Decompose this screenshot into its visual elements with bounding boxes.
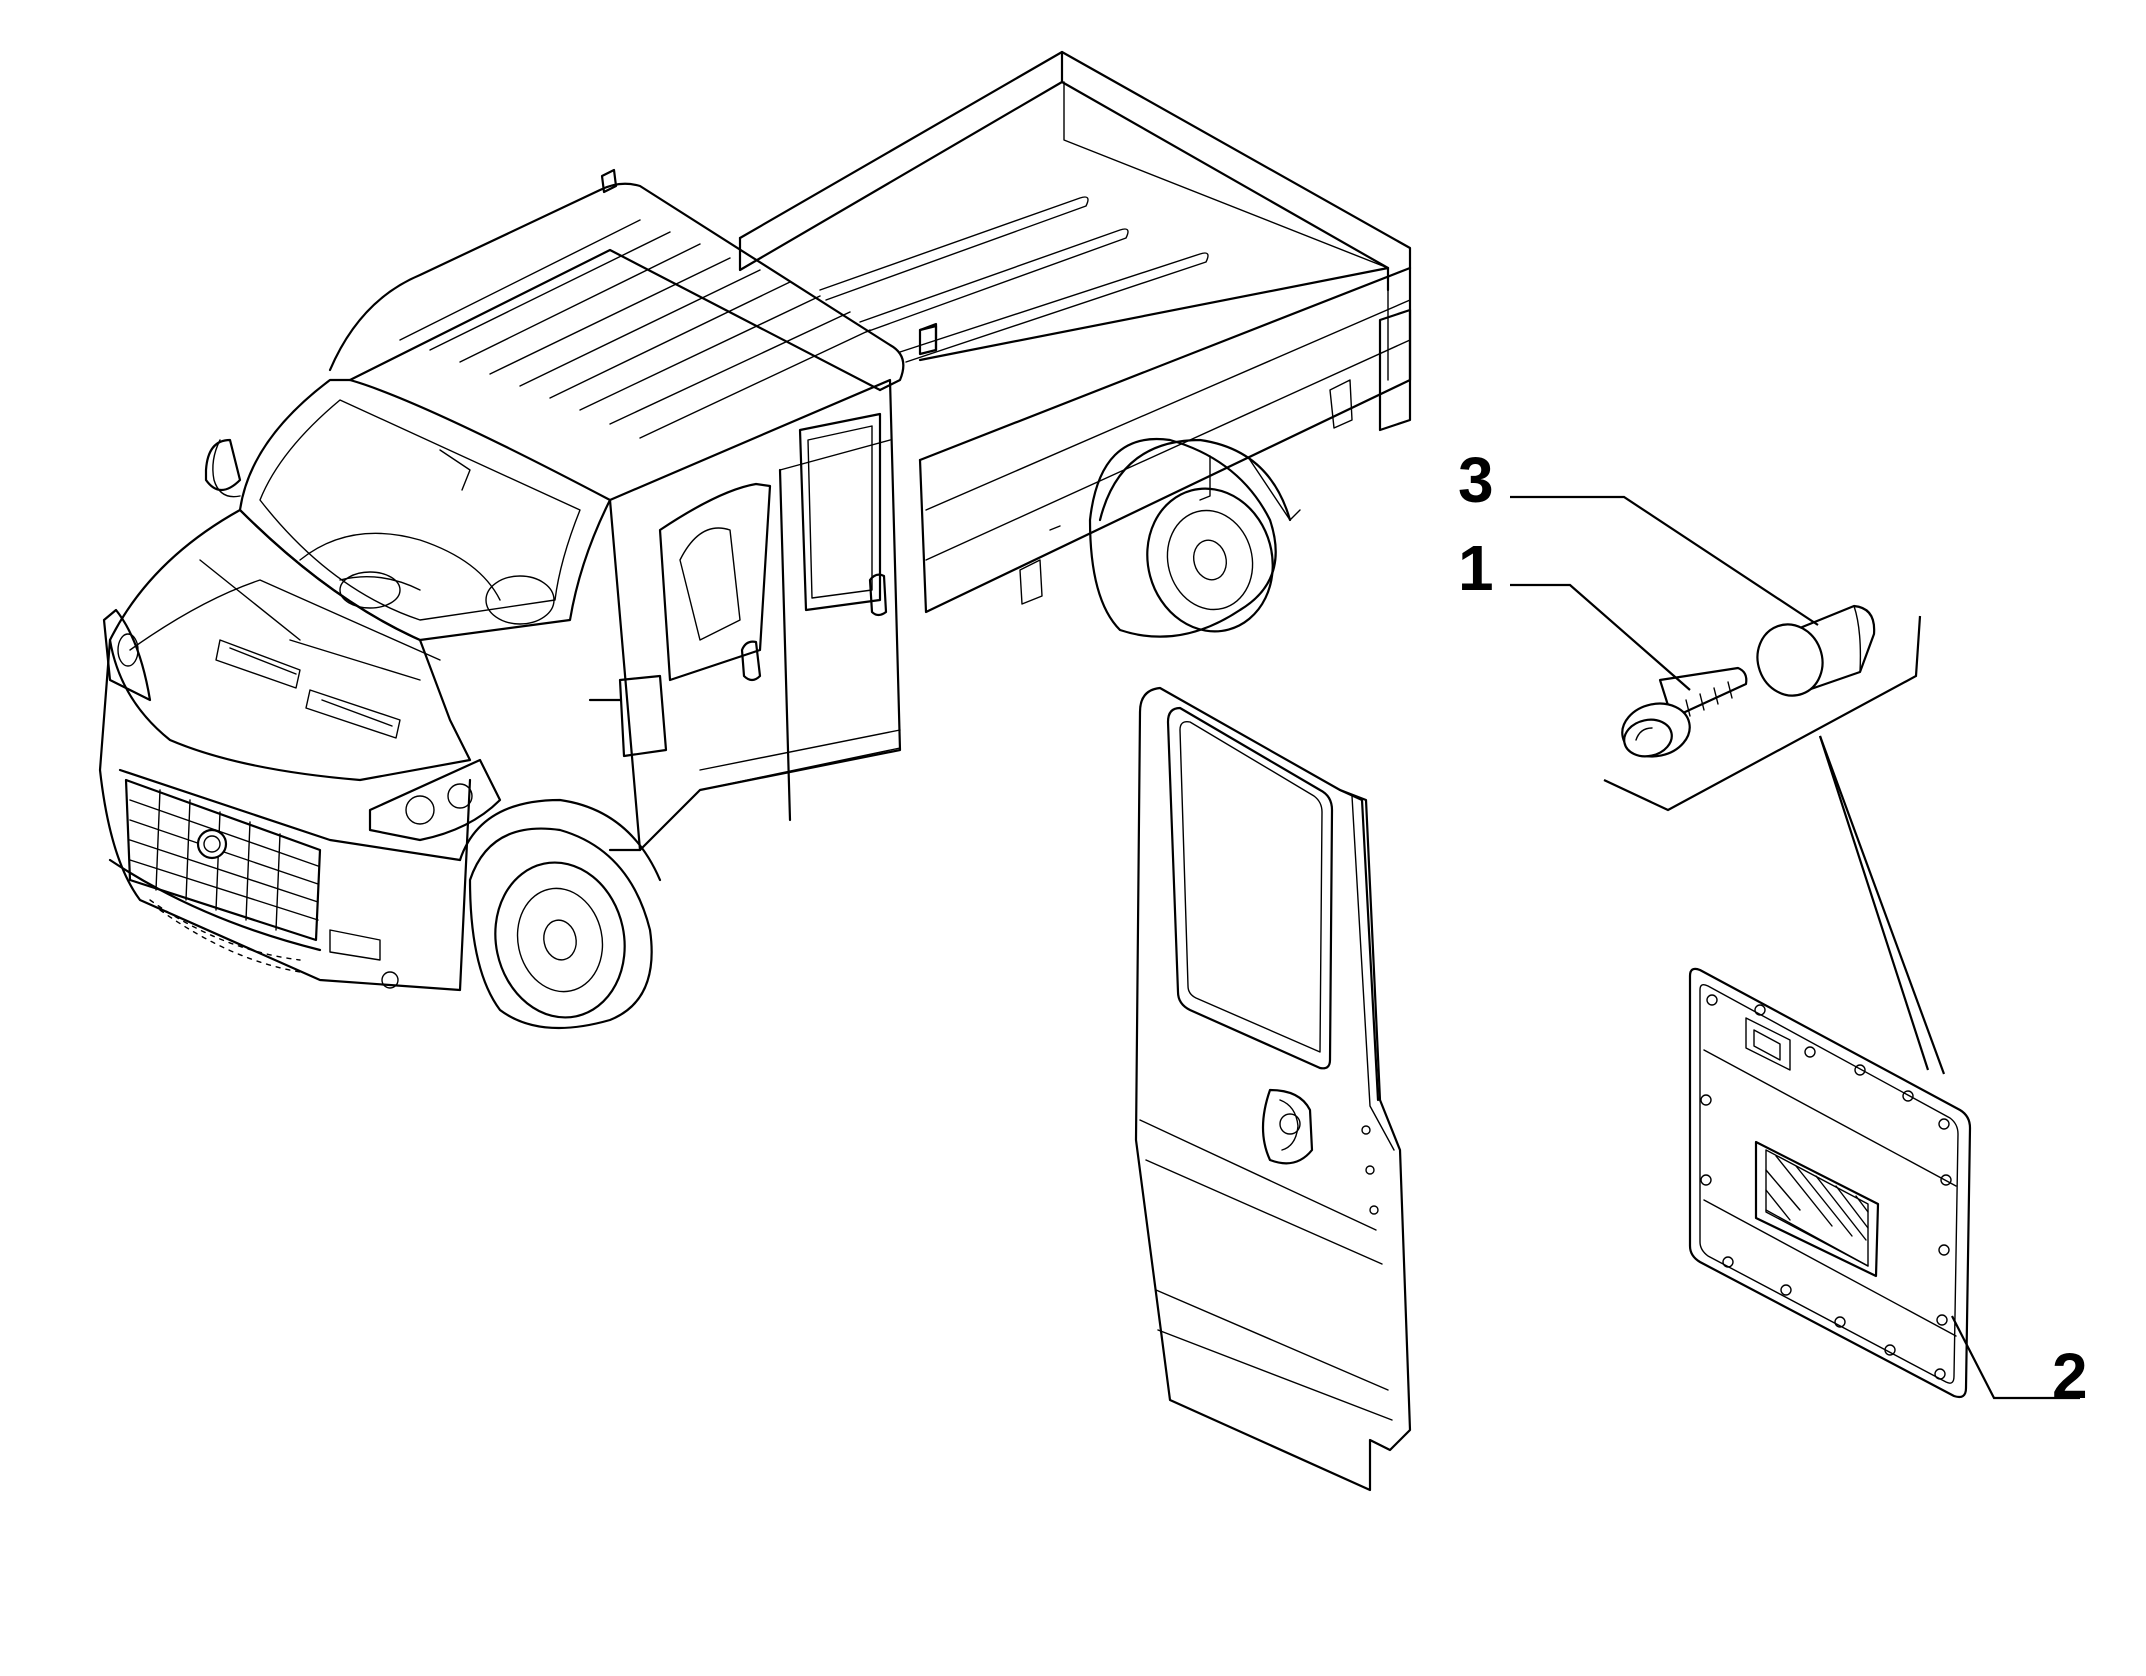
callout-2: 2 — [2052, 1340, 2088, 1412]
truck-illustration — [98, 50, 1412, 1030]
leader-lines — [1510, 495, 2080, 1400]
plate-rivets — [1700, 994, 1952, 1380]
rear-wheel — [1088, 437, 1301, 638]
group-bracket — [1603, 615, 1922, 812]
screw-icon — [1621, 666, 1748, 758]
front-wheel — [458, 798, 662, 1030]
callout-1: 1 — [1458, 532, 1494, 604]
plate-hatched-window — [1754, 1140, 1880, 1278]
cab-front — [98, 508, 502, 992]
callout-3: 3 — [1458, 444, 1494, 516]
hood-vents — [215, 639, 401, 739]
cab-body — [204, 168, 938, 852]
grille — [124, 778, 322, 942]
door-handle — [1261, 1088, 1314, 1165]
plug-icon — [1756, 604, 1876, 697]
protective-plate-illustration — [1688, 967, 1972, 1399]
door-panel-illustration — [1134, 686, 1412, 1492]
cargo-bed — [738, 50, 1412, 614]
